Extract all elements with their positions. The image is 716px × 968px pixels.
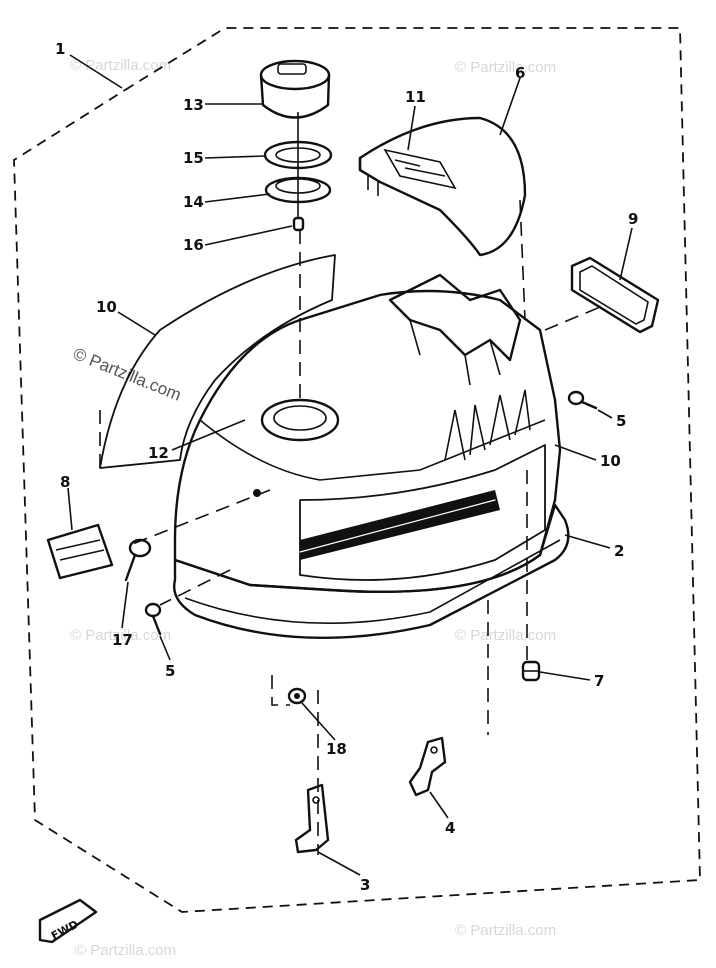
watermark-text: © Partzilla.com bbox=[455, 59, 556, 76]
watermark-text: © Partzilla.com bbox=[75, 942, 176, 959]
callout-labels: 1 13 15 14 16 11 6 9 10 12 5 10 8 2 17 5… bbox=[55, 40, 638, 894]
watermark-text: © Partzilla.com bbox=[455, 627, 556, 644]
callout-12: 12 bbox=[148, 444, 169, 462]
callout-7: 7 bbox=[594, 672, 604, 690]
part-4-bracket bbox=[408, 736, 447, 797]
callout-5-left: 5 bbox=[165, 662, 175, 680]
callout-9: 9 bbox=[628, 210, 638, 228]
callout-10-left: 10 bbox=[96, 298, 117, 316]
mount-guide-line bbox=[129, 489, 271, 546]
part-7-nut bbox=[521, 660, 541, 682]
callout-6: 6 bbox=[515, 64, 525, 82]
part-3-bracket bbox=[294, 783, 330, 854]
callout-16: 16 bbox=[183, 236, 204, 254]
watermark-text-dark: © Partzilla.com bbox=[71, 344, 184, 405]
part-2-seal bbox=[173, 503, 570, 640]
callout-2: 2 bbox=[614, 542, 624, 560]
watermark-text: © Partzilla.com bbox=[455, 922, 556, 939]
callout-1: 1 bbox=[55, 40, 65, 58]
callout-14: 14 bbox=[183, 193, 204, 211]
part-17-pin bbox=[124, 538, 152, 582]
mount-guide-line bbox=[159, 569, 231, 606]
watermark-text: © Partzilla.com bbox=[70, 627, 171, 644]
callout-4: 4 bbox=[445, 819, 455, 837]
part-8-decal bbox=[46, 523, 114, 580]
callout-3: 3 bbox=[360, 876, 370, 894]
callout-13: 13 bbox=[183, 96, 204, 114]
part-9-plate bbox=[570, 256, 660, 334]
part-16-grommet bbox=[292, 216, 305, 232]
callout-10-right: 10 bbox=[600, 452, 621, 470]
callout-11: 11 bbox=[405, 88, 426, 106]
fwd-label: FWD bbox=[49, 918, 81, 943]
callout-5-right: 5 bbox=[616, 412, 626, 430]
part-5-screw-right bbox=[567, 390, 598, 410]
main-cowling bbox=[173, 273, 562, 593]
mount-guide-line bbox=[519, 199, 526, 321]
assembly-boundary bbox=[13, 27, 701, 913]
watermark-text: © Partzilla.com bbox=[70, 57, 171, 74]
mount-guide-line bbox=[271, 675, 290, 706]
part-10-decal-left bbox=[99, 254, 336, 469]
callout-17: 17 bbox=[112, 631, 133, 649]
part-13-cap bbox=[259, 59, 331, 119]
part-11-label bbox=[383, 148, 457, 190]
callout-8: 8 bbox=[60, 473, 70, 491]
callout-18: 18 bbox=[326, 740, 347, 758]
leader-lines bbox=[67, 54, 633, 876]
part-6-top-cover bbox=[358, 116, 527, 257]
part-18-grommet bbox=[287, 687, 307, 705]
callout-15: 15 bbox=[183, 149, 204, 167]
mount-guide-line bbox=[544, 304, 606, 331]
part-5-screw-left bbox=[144, 602, 162, 636]
fwd-arrow-icon: FWD bbox=[38, 898, 98, 944]
